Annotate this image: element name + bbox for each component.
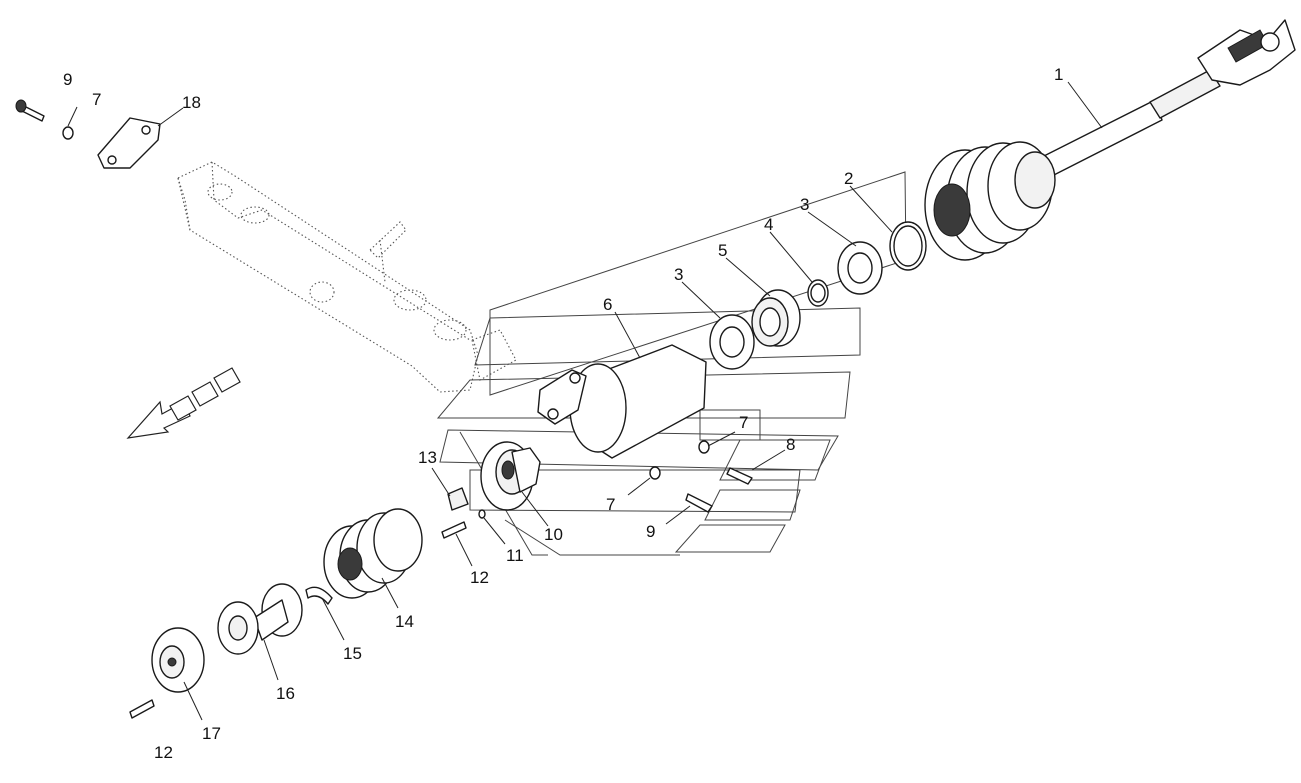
callout-10: 10 xyxy=(544,525,563,544)
callout-3a: 3 xyxy=(800,195,809,214)
part-13-plate xyxy=(447,487,469,511)
callouts: 1 2 3 3 4 5 6 7 7 7 8 9 9 10 11 12 12 13… xyxy=(63,65,1063,762)
part-16-coupling xyxy=(217,583,303,655)
callout-11: 11 xyxy=(506,546,524,565)
leader-lines xyxy=(67,81,1103,721)
part-5-bearing xyxy=(751,289,801,347)
callout-18: 18 xyxy=(182,93,201,112)
callout-1: 1 xyxy=(1054,65,1063,84)
callout-7b: 7 xyxy=(739,413,748,432)
part-3-washer-upper xyxy=(837,241,883,295)
part-15-clip xyxy=(305,586,333,605)
part-7-washer-top-left xyxy=(62,126,74,140)
part-17-hub xyxy=(151,627,205,693)
part-2-snap-ring xyxy=(889,221,927,271)
part-11-pin xyxy=(478,509,486,519)
part-8-bolt xyxy=(726,467,753,485)
part-4-ring xyxy=(807,279,829,307)
callout-6: 6 xyxy=(603,295,612,314)
direction-arrow xyxy=(126,367,241,439)
part-1-drive-shaft xyxy=(1039,19,1296,179)
part-7-washer-right xyxy=(698,440,710,454)
callout-17: 17 xyxy=(202,724,221,743)
callout-7a: 7 xyxy=(92,90,101,109)
callout-2: 2 xyxy=(844,169,853,188)
callout-3b: 3 xyxy=(674,265,683,284)
part-12-bolt-mid xyxy=(441,521,467,539)
part-10-flange xyxy=(480,441,541,511)
callout-15: 15 xyxy=(343,644,362,663)
part-14-bellows xyxy=(323,508,423,599)
part-7-washer-mid xyxy=(649,466,661,480)
part-9-bolt-top-left xyxy=(15,99,45,122)
part-12-bolt-bottom xyxy=(129,699,155,719)
part-bellows-large xyxy=(924,141,1056,261)
callout-5: 5 xyxy=(718,241,727,260)
callout-9b: 9 xyxy=(646,522,655,541)
callout-9a: 9 xyxy=(63,70,72,89)
callout-13: 13 xyxy=(418,448,437,467)
callout-7c: 7 xyxy=(606,495,615,514)
callout-16: 16 xyxy=(276,684,295,703)
part-3-washer-lower xyxy=(709,314,755,370)
callout-8: 8 xyxy=(786,435,795,454)
callout-12a: 12 xyxy=(470,568,489,587)
callout-12b: 12 xyxy=(154,743,173,762)
frame-outline xyxy=(177,161,517,393)
part-6-housing xyxy=(537,344,707,459)
callout-14: 14 xyxy=(395,612,414,631)
part-9-bolt-mid xyxy=(685,493,713,513)
callout-4: 4 xyxy=(764,215,773,234)
part-18-block xyxy=(97,117,161,169)
